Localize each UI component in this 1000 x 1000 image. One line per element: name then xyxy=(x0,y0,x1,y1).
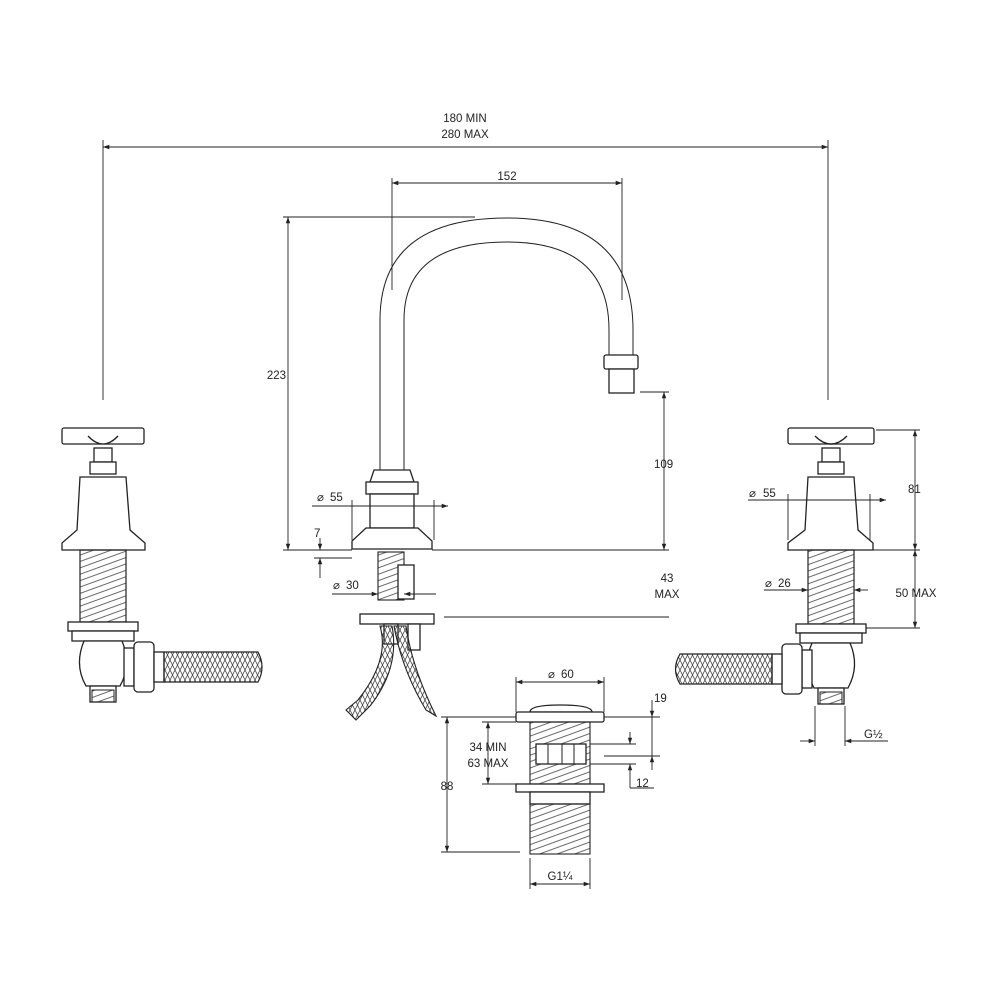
spout-base-height-label: 7 xyxy=(314,528,320,540)
waste-dia-dimension: ⌀ 60 xyxy=(515,669,605,712)
waste-overflow-label: 12 xyxy=(636,778,649,790)
waste-total-dimension: 88 xyxy=(441,716,520,853)
diameter-symbol: ⌀ xyxy=(317,492,324,504)
diameter-symbol: ⌀ xyxy=(749,488,756,500)
overall-max-label: 280 MAX xyxy=(441,129,489,141)
right-handle-valve xyxy=(674,427,875,705)
spout-reach-dimension: 152 xyxy=(391,171,623,300)
waste-thread-label: G1¼ xyxy=(548,871,573,883)
diameter-symbol: ⌀ xyxy=(765,578,772,590)
waste-deck-dimension: 34 MIN 63 MAX xyxy=(468,721,516,785)
spout-shank-dia-dimension: ⌀ 30 xyxy=(332,580,436,597)
popup-waste xyxy=(515,704,605,855)
handle-height-dimension: 81 xyxy=(873,429,921,551)
spout-shank-dia-label: 30 xyxy=(346,580,359,592)
spout-height-label: 223 xyxy=(267,370,286,382)
waste-top-label: 19 xyxy=(654,693,667,705)
deck-thickness-max-label: MAX xyxy=(655,589,680,601)
overall-min-label: 180 MIN xyxy=(443,113,486,125)
spout-base-dia-label: 55 xyxy=(330,492,343,504)
waste-overflow-dimension: 12 xyxy=(590,732,654,790)
left-handle-valve xyxy=(61,427,263,703)
spout-reach-label: 152 xyxy=(497,171,516,183)
handle-base-dia-dimension: ⌀ 55 xyxy=(748,488,886,540)
waste-dia-label: 60 xyxy=(561,669,574,681)
spout-clearance-label: 109 xyxy=(654,459,673,471)
spout-base-dia-dimension: ⌀ 55 xyxy=(312,492,448,540)
handle-height-label: 81 xyxy=(908,484,921,496)
spout xyxy=(345,217,639,721)
handle-shank-length-label: 50 MAX xyxy=(896,588,937,600)
spout-base-height-dimension: 7 xyxy=(314,528,352,578)
handle-base-dia-label: 55 xyxy=(763,488,776,500)
inlet-thread-label: G½ xyxy=(864,729,883,741)
waste-total-label: 88 xyxy=(441,781,454,793)
spout-height-dimension: 223 xyxy=(267,216,475,551)
diameter-symbol: ⌀ xyxy=(548,669,555,681)
inlet-thread-dimension: G½ xyxy=(800,706,888,746)
waste-thread-dimension: G1¼ xyxy=(529,858,591,889)
overall-width-dimension: 180 MIN 280 MAX xyxy=(102,113,829,400)
deck-thickness-value-label: 43 xyxy=(661,573,674,585)
handle-shank-dia-dimension: ⌀ 26 xyxy=(764,578,868,593)
handle-shank-length-dimension: 50 MAX xyxy=(866,550,937,629)
waste-deck-min-label: 34 MIN xyxy=(469,742,506,754)
waste-deck-max-label: 63 MAX xyxy=(468,758,509,770)
diameter-symbol: ⌀ xyxy=(333,580,340,592)
handle-shank-dia-label: 26 xyxy=(778,578,791,590)
deck-thickness-dimension: 43 MAX xyxy=(444,573,680,618)
waste-top-dimension: 19 xyxy=(604,693,667,770)
spout-clearance-dimension: 109 xyxy=(432,391,673,551)
